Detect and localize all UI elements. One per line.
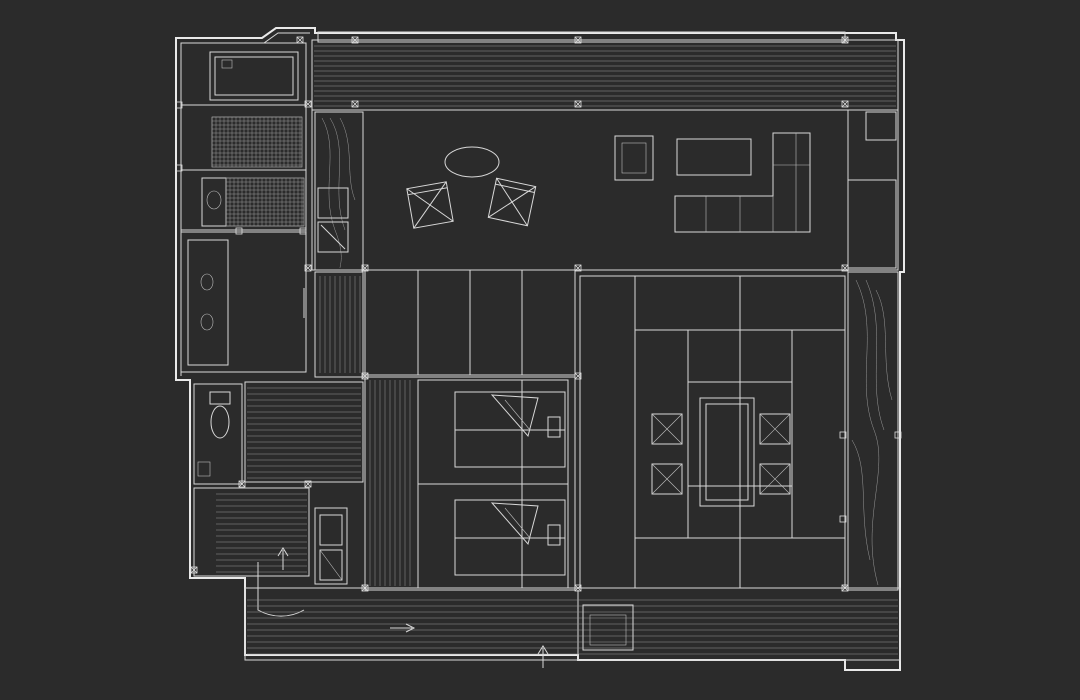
- column-marker: [304, 100, 312, 108]
- column-marker: [574, 264, 582, 272]
- column-marker: [361, 584, 369, 592]
- column-marker: [841, 584, 849, 592]
- bottom-deck-boards: [247, 599, 898, 655]
- board-line: [351, 100, 359, 108]
- column-marker: [841, 100, 849, 108]
- lounge-chair: [406, 181, 454, 229]
- board-line: [361, 264, 369, 272]
- column-marker: [361, 264, 369, 272]
- board-line: [304, 264, 312, 272]
- floor-cushion: [759, 463, 791, 495]
- toilet-entry: [193, 381, 364, 617]
- tatami-zone: [314, 269, 846, 589]
- flow-arrow-icon: [390, 623, 416, 633]
- genkan-boards: [216, 493, 307, 573]
- floor-cushion: [759, 413, 791, 445]
- board-line: [351, 36, 359, 44]
- column-marker: [304, 264, 312, 272]
- column-marker: [841, 264, 849, 272]
- column-marker: [351, 36, 359, 44]
- column-marker: [574, 100, 582, 108]
- board-line: [238, 480, 246, 488]
- board-line: [304, 100, 312, 108]
- hall-boards: [319, 276, 361, 373]
- top-deck-boards: [314, 45, 896, 107]
- top-deck: [311, 31, 899, 111]
- board-line: [841, 100, 849, 108]
- column-marker: [841, 36, 849, 44]
- board-line: [304, 480, 312, 488]
- column-marker: [574, 372, 582, 380]
- bedroom: [364, 376, 576, 591]
- board-line: [841, 36, 849, 44]
- column-marker: [238, 480, 246, 488]
- living-room: [311, 109, 899, 271]
- entry-boards: [247, 387, 361, 479]
- board-line: [574, 100, 582, 108]
- board-line: [296, 36, 304, 44]
- right-wood-panel: [839, 271, 902, 591]
- sofa-table: [676, 138, 752, 176]
- board-line: [841, 584, 849, 592]
- board-line: [574, 372, 582, 380]
- column-marker: [574, 36, 582, 44]
- deck-arrow-icon: [537, 645, 549, 668]
- bath-area: [175, 42, 307, 373]
- bottom-deck: [244, 587, 901, 668]
- coffee-table: [444, 146, 500, 178]
- column-marker: [574, 584, 582, 592]
- column-marker: [304, 480, 312, 488]
- lounge-chair: [487, 177, 537, 227]
- board-line: [190, 566, 198, 574]
- board-line: [574, 36, 582, 44]
- column-marker: [351, 100, 359, 108]
- futon-bed: [454, 499, 566, 576]
- column-markers: [190, 36, 849, 592]
- board-line: [574, 264, 582, 272]
- board-line: [361, 372, 369, 380]
- wood-grain: [321, 117, 356, 269]
- engawa-boards: [369, 380, 411, 586]
- column-marker: [296, 36, 304, 44]
- board-line: [361, 584, 369, 592]
- column-marker: [361, 372, 369, 380]
- entry-arrow-icon: [277, 547, 289, 570]
- column-marker: [190, 566, 198, 574]
- armchair: [614, 135, 654, 181]
- board-line: [574, 584, 582, 592]
- floor-cushion: [651, 463, 683, 495]
- board-line: [841, 264, 849, 272]
- floor-cushion: [651, 413, 683, 445]
- futon-bed: [454, 391, 566, 468]
